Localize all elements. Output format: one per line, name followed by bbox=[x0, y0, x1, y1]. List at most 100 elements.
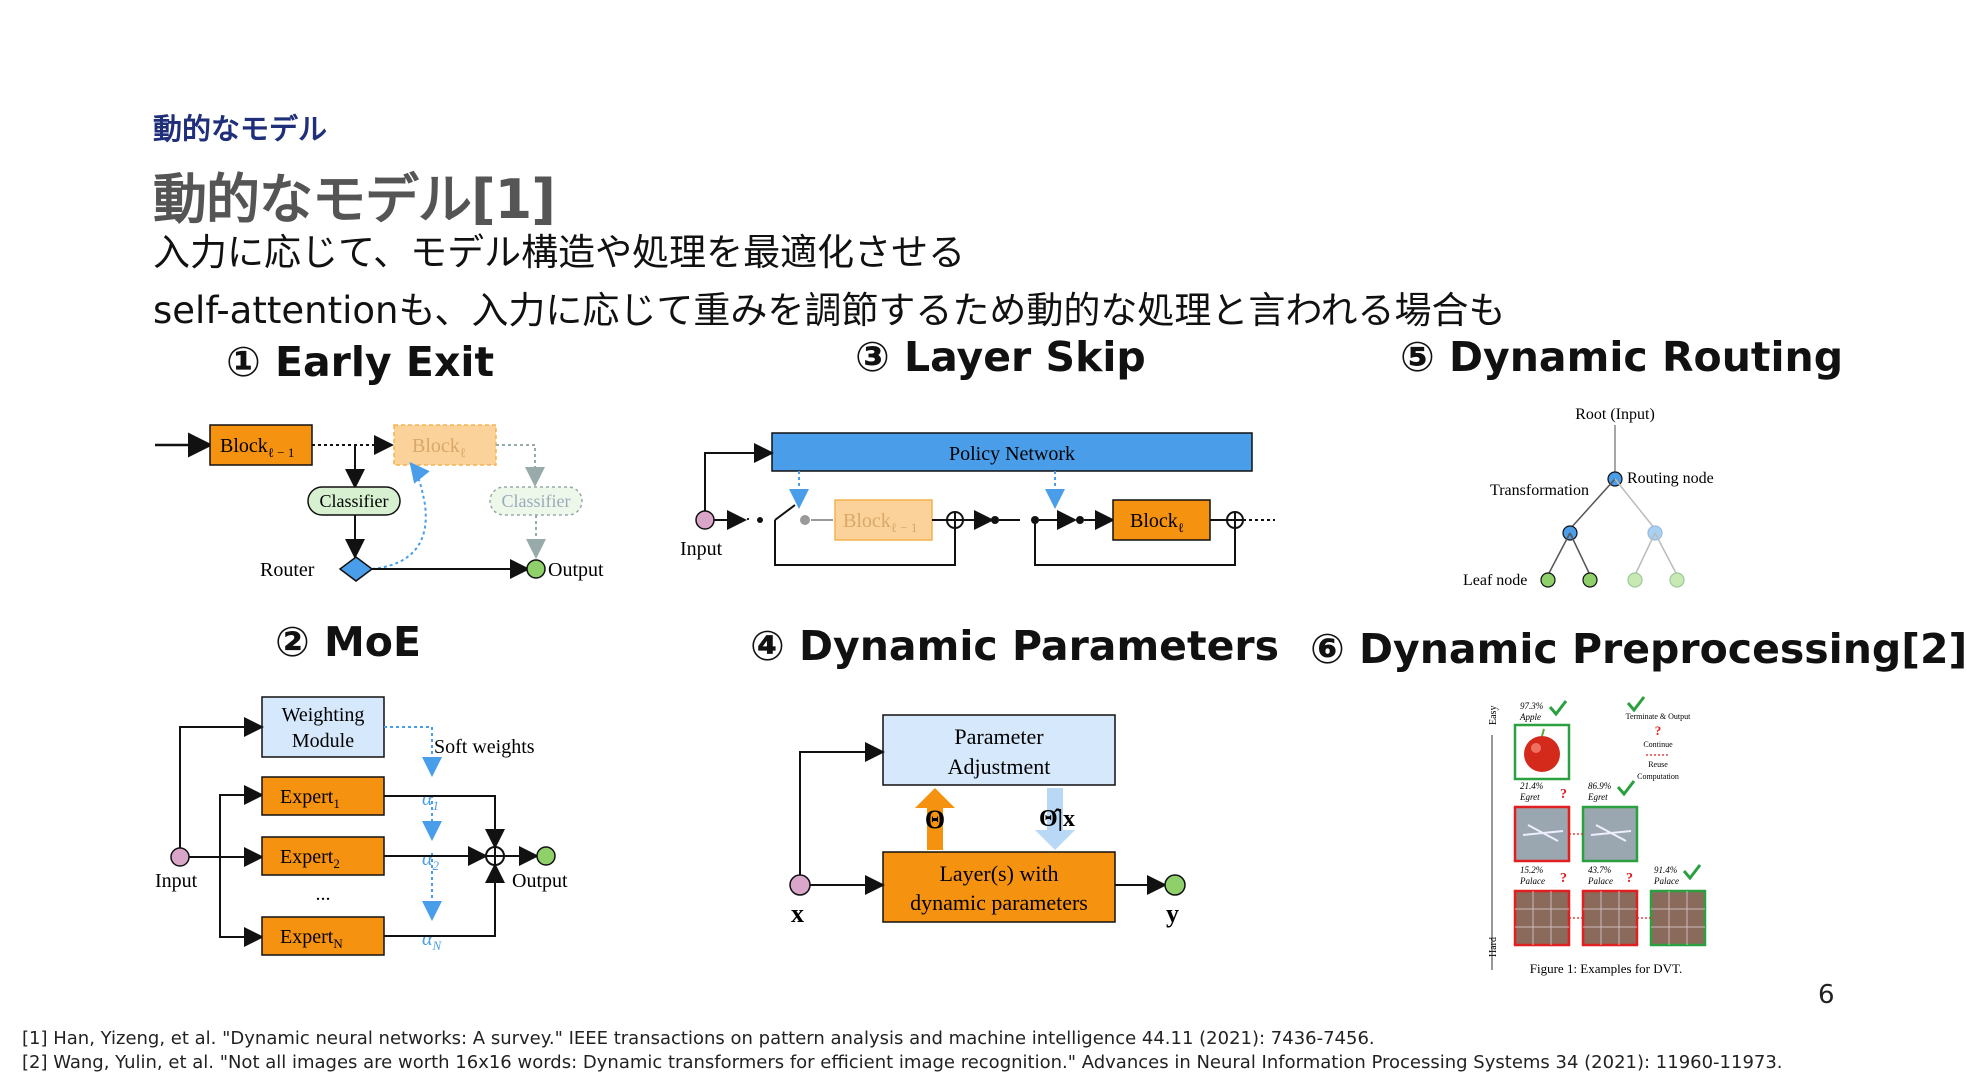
svg-text:Apple: Apple bbox=[1519, 712, 1541, 722]
svg-text:?: ? bbox=[1626, 871, 1633, 886]
legend-terminate: Terminate & Output bbox=[1626, 712, 1692, 721]
svg-text:Egret: Egret bbox=[1519, 792, 1540, 802]
svg-text:α2: α2 bbox=[422, 848, 440, 873]
x-node bbox=[789, 874, 811, 896]
palace-image-2 bbox=[1581, 889, 1639, 947]
svg-text:·: · bbox=[745, 509, 751, 529]
block-current-label: Blockℓ bbox=[1130, 510, 1184, 535]
theta-hat-label: Θ̂|x bbox=[1039, 806, 1075, 832]
soft-weights-label: Soft weights bbox=[434, 736, 535, 758]
svg-text:43.7%: 43.7% bbox=[1588, 865, 1611, 875]
y-label: y bbox=[1166, 899, 1179, 928]
svg-text:21.4%: 21.4% bbox=[1520, 781, 1543, 791]
expert-1: Expert1 α1 bbox=[261, 776, 439, 816]
svg-text:Palace: Palace bbox=[1587, 876, 1613, 886]
layer-label-2: dynamic parameters bbox=[910, 890, 1088, 915]
router-label: Router bbox=[260, 559, 315, 581]
block-prev bbox=[834, 499, 933, 541]
svg-text:Egret: Egret bbox=[1587, 792, 1608, 802]
expert-ellipsis: ... bbox=[316, 883, 331, 905]
block-prev-label: Blockℓ − 1 bbox=[220, 435, 294, 460]
dynamic-routing-figure: Root (Input) Routing node Transformation… bbox=[1455, 405, 1755, 595]
transformation-label: Transformation bbox=[1490, 482, 1589, 499]
moe-input-node bbox=[170, 847, 190, 867]
expert-n: ExpertN αN bbox=[261, 916, 443, 956]
legend-continue: Continue bbox=[1643, 740, 1673, 749]
svg-text:15.2%: 15.2% bbox=[1520, 865, 1543, 875]
dynamic-preprocessing-figure: Easy Hard 97.3% Apple 21.4% Egret 86.9% … bbox=[1488, 695, 1728, 980]
slide-title: 動的なモデル[1] bbox=[153, 168, 556, 231]
leaf-label: Leaf node bbox=[1463, 572, 1527, 589]
svg-text:97.3%: 97.3% bbox=[1520, 701, 1543, 711]
layer-skip-figure: Policy Network Input · Blockℓ − 1 Blockℓ bbox=[675, 425, 1285, 575]
layer-label-1: Layer(s) with bbox=[939, 861, 1058, 886]
svg-text:Palace: Palace bbox=[1653, 876, 1679, 886]
reference-1: [1] Han, Yizeng, et al. "Dynamic neural … bbox=[22, 1028, 1375, 1049]
easy-label: Easy bbox=[1488, 706, 1499, 725]
block-current bbox=[393, 424, 497, 466]
svg-text:Expert2: Expert2 bbox=[280, 846, 340, 871]
section-label: 動的なモデル bbox=[153, 112, 328, 146]
svg-text:?: ? bbox=[1655, 723, 1662, 738]
page-number: 6 bbox=[1818, 980, 1835, 1010]
weighting-label-2: Module bbox=[292, 730, 354, 752]
figure-caption: Figure 1: Examples for DVT. bbox=[1530, 961, 1682, 976]
adjust-label-2: Adjustment bbox=[948, 754, 1051, 779]
block-current-label: Blockℓ bbox=[412, 435, 466, 460]
y-node bbox=[1164, 874, 1186, 896]
svg-text:Palace: Palace bbox=[1519, 876, 1545, 886]
palace-image-3 bbox=[1649, 889, 1707, 947]
weighting-label-1: Weighting bbox=[282, 704, 365, 726]
expert-2: Expert2 α2 bbox=[261, 836, 440, 876]
classifier-1-label: Classifier bbox=[320, 491, 389, 511]
moe-output-label: Output bbox=[512, 870, 568, 892]
dynamic-layer bbox=[882, 851, 1116, 923]
early-exit-figure: Blockℓ − 1 Blockℓ Classifier Classifier … bbox=[150, 415, 630, 595]
heading-layer-skip: ③ Layer Skip bbox=[855, 333, 1146, 381]
x-label: x bbox=[791, 899, 804, 928]
weighting-module bbox=[261, 696, 385, 758]
moe-input-label: Input bbox=[155, 870, 198, 892]
svg-text:91.4%: 91.4% bbox=[1654, 865, 1677, 875]
heading-dynamic-parameters: ④ Dynamic Parameters bbox=[750, 622, 1280, 670]
block-current bbox=[1112, 499, 1211, 541]
root-label: Root (Input) bbox=[1575, 406, 1655, 423]
moe-figure: Weighting Module Soft weights Input Expe… bbox=[150, 695, 590, 965]
palace-image-1 bbox=[1513, 889, 1571, 947]
reference-2: [2] Wang, Yulin, et al. "Not all images … bbox=[22, 1052, 1783, 1073]
body-line-1: 入力に応じて、モデル構造や処理を最適化させる bbox=[153, 231, 966, 274]
body-line-2: self-attentionも、入力に応じて重みを調節するため動的な処理と言われ… bbox=[153, 289, 1506, 332]
parameter-adjustment bbox=[882, 714, 1116, 786]
heading-moe: ② MoE bbox=[275, 618, 421, 666]
block-prev bbox=[209, 424, 313, 466]
legend-reuse: Reuse bbox=[1648, 760, 1668, 769]
svg-text:αN: αN bbox=[422, 928, 443, 953]
input-label: Input bbox=[680, 538, 723, 560]
policy-network-label: Policy Network bbox=[949, 443, 1075, 465]
input-node bbox=[695, 510, 715, 530]
svg-text:?: ? bbox=[1560, 871, 1567, 886]
theta-hat-arrow bbox=[1035, 788, 1075, 850]
output-label: Output bbox=[548, 559, 604, 581]
block-prev-label: Blockℓ − 1 bbox=[843, 510, 917, 535]
theta-arrow bbox=[915, 788, 955, 850]
hard-label: Hard bbox=[1488, 937, 1499, 957]
router-node bbox=[338, 556, 374, 582]
heading-dynamic-preprocessing: ⑥ Dynamic Preprocessing[2] bbox=[1310, 625, 1967, 673]
dynamic-parameters-figure: Parameter Adjustment Layer(s) with dynam… bbox=[785, 710, 1205, 930]
policy-network bbox=[771, 432, 1253, 472]
svg-text:?: ? bbox=[1560, 787, 1567, 802]
heading-early-exit: ① Early Exit bbox=[226, 338, 495, 386]
moe-output-node bbox=[536, 846, 556, 866]
svg-text:Expert1: Expert1 bbox=[280, 786, 340, 811]
heading-dynamic-routing: ⑤ Dynamic Routing bbox=[1400, 333, 1844, 381]
svg-text:ExpertN: ExpertN bbox=[280, 926, 343, 951]
svg-text:α1: α1 bbox=[422, 788, 439, 813]
classifier-2-label: Classifier bbox=[502, 491, 571, 511]
svg-text:86.9%: 86.9% bbox=[1588, 781, 1611, 791]
routing-node-label: Routing node bbox=[1627, 470, 1714, 487]
output-node bbox=[526, 559, 546, 579]
legend-computation: Computation bbox=[1637, 772, 1679, 781]
theta-label: Θ bbox=[925, 805, 945, 834]
adjust-label-1: Parameter bbox=[954, 724, 1044, 749]
